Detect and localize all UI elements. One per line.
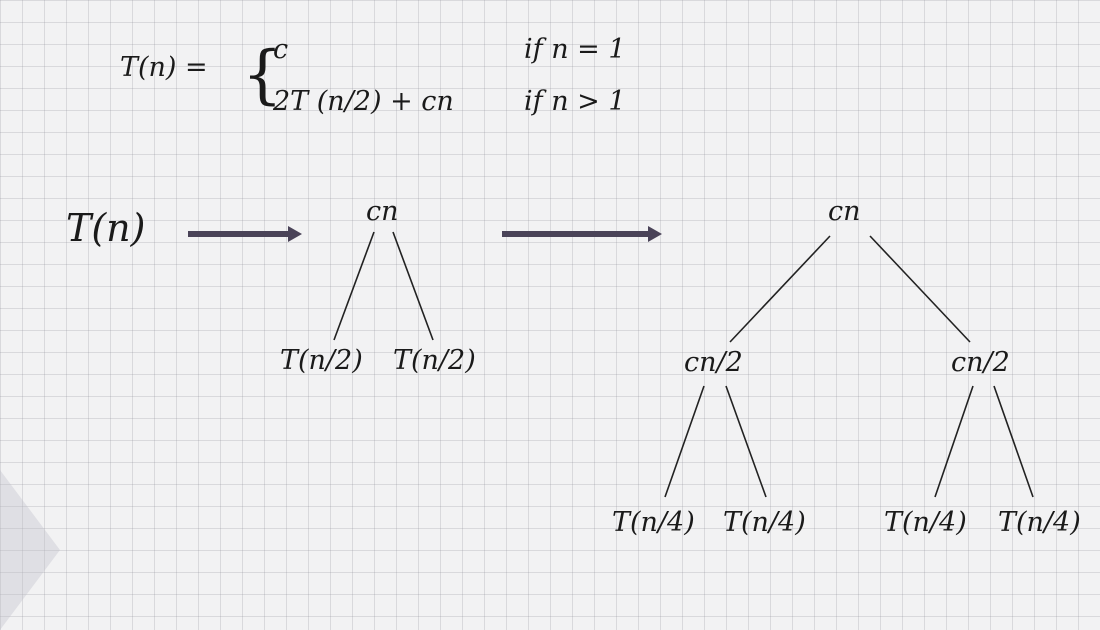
- tree2-edge-rr: [993, 385, 1034, 498]
- tree1-edge-left: [333, 231, 375, 341]
- tree1-left-child: T(n/2): [280, 345, 363, 376]
- tree2-edge-right: [869, 235, 971, 343]
- tree2-root: cn: [828, 196, 861, 227]
- tree2-edge-rl: [934, 385, 974, 498]
- tree1-root: cn: [366, 196, 399, 227]
- tree2-mid-right: cn/2: [951, 347, 1010, 378]
- formula-case1-condition: if n = 1: [524, 34, 626, 65]
- tree1-edge-right: [392, 231, 434, 341]
- formula-case2-condition: if n > 1: [524, 86, 626, 117]
- tree2-mid-left: cn/2: [684, 347, 743, 378]
- tree2-leaf-4: T(n/4): [998, 507, 1081, 538]
- tree2-edge-lr: [725, 385, 767, 498]
- tree2-leaf-1: T(n/4): [612, 507, 695, 538]
- arrow-2-head: [648, 226, 662, 242]
- start-label: T(n): [66, 206, 146, 250]
- arrow-1-head: [288, 226, 302, 242]
- tree1-right-child: T(n/2): [393, 345, 476, 376]
- background-shade: [0, 470, 60, 630]
- tree2-leaf-3: T(n/4): [884, 507, 967, 538]
- formula-lhs: T(n) =: [120, 52, 208, 83]
- tree2-leaf-2: T(n/4): [723, 507, 806, 538]
- tree2-edge-ll: [664, 385, 705, 498]
- formula-brace: {: [242, 38, 283, 112]
- formula-case1-expr: c: [273, 34, 289, 65]
- tree2-edge-left: [729, 235, 831, 343]
- formula-case2-expr: 2T (n/2) + cn: [273, 86, 454, 117]
